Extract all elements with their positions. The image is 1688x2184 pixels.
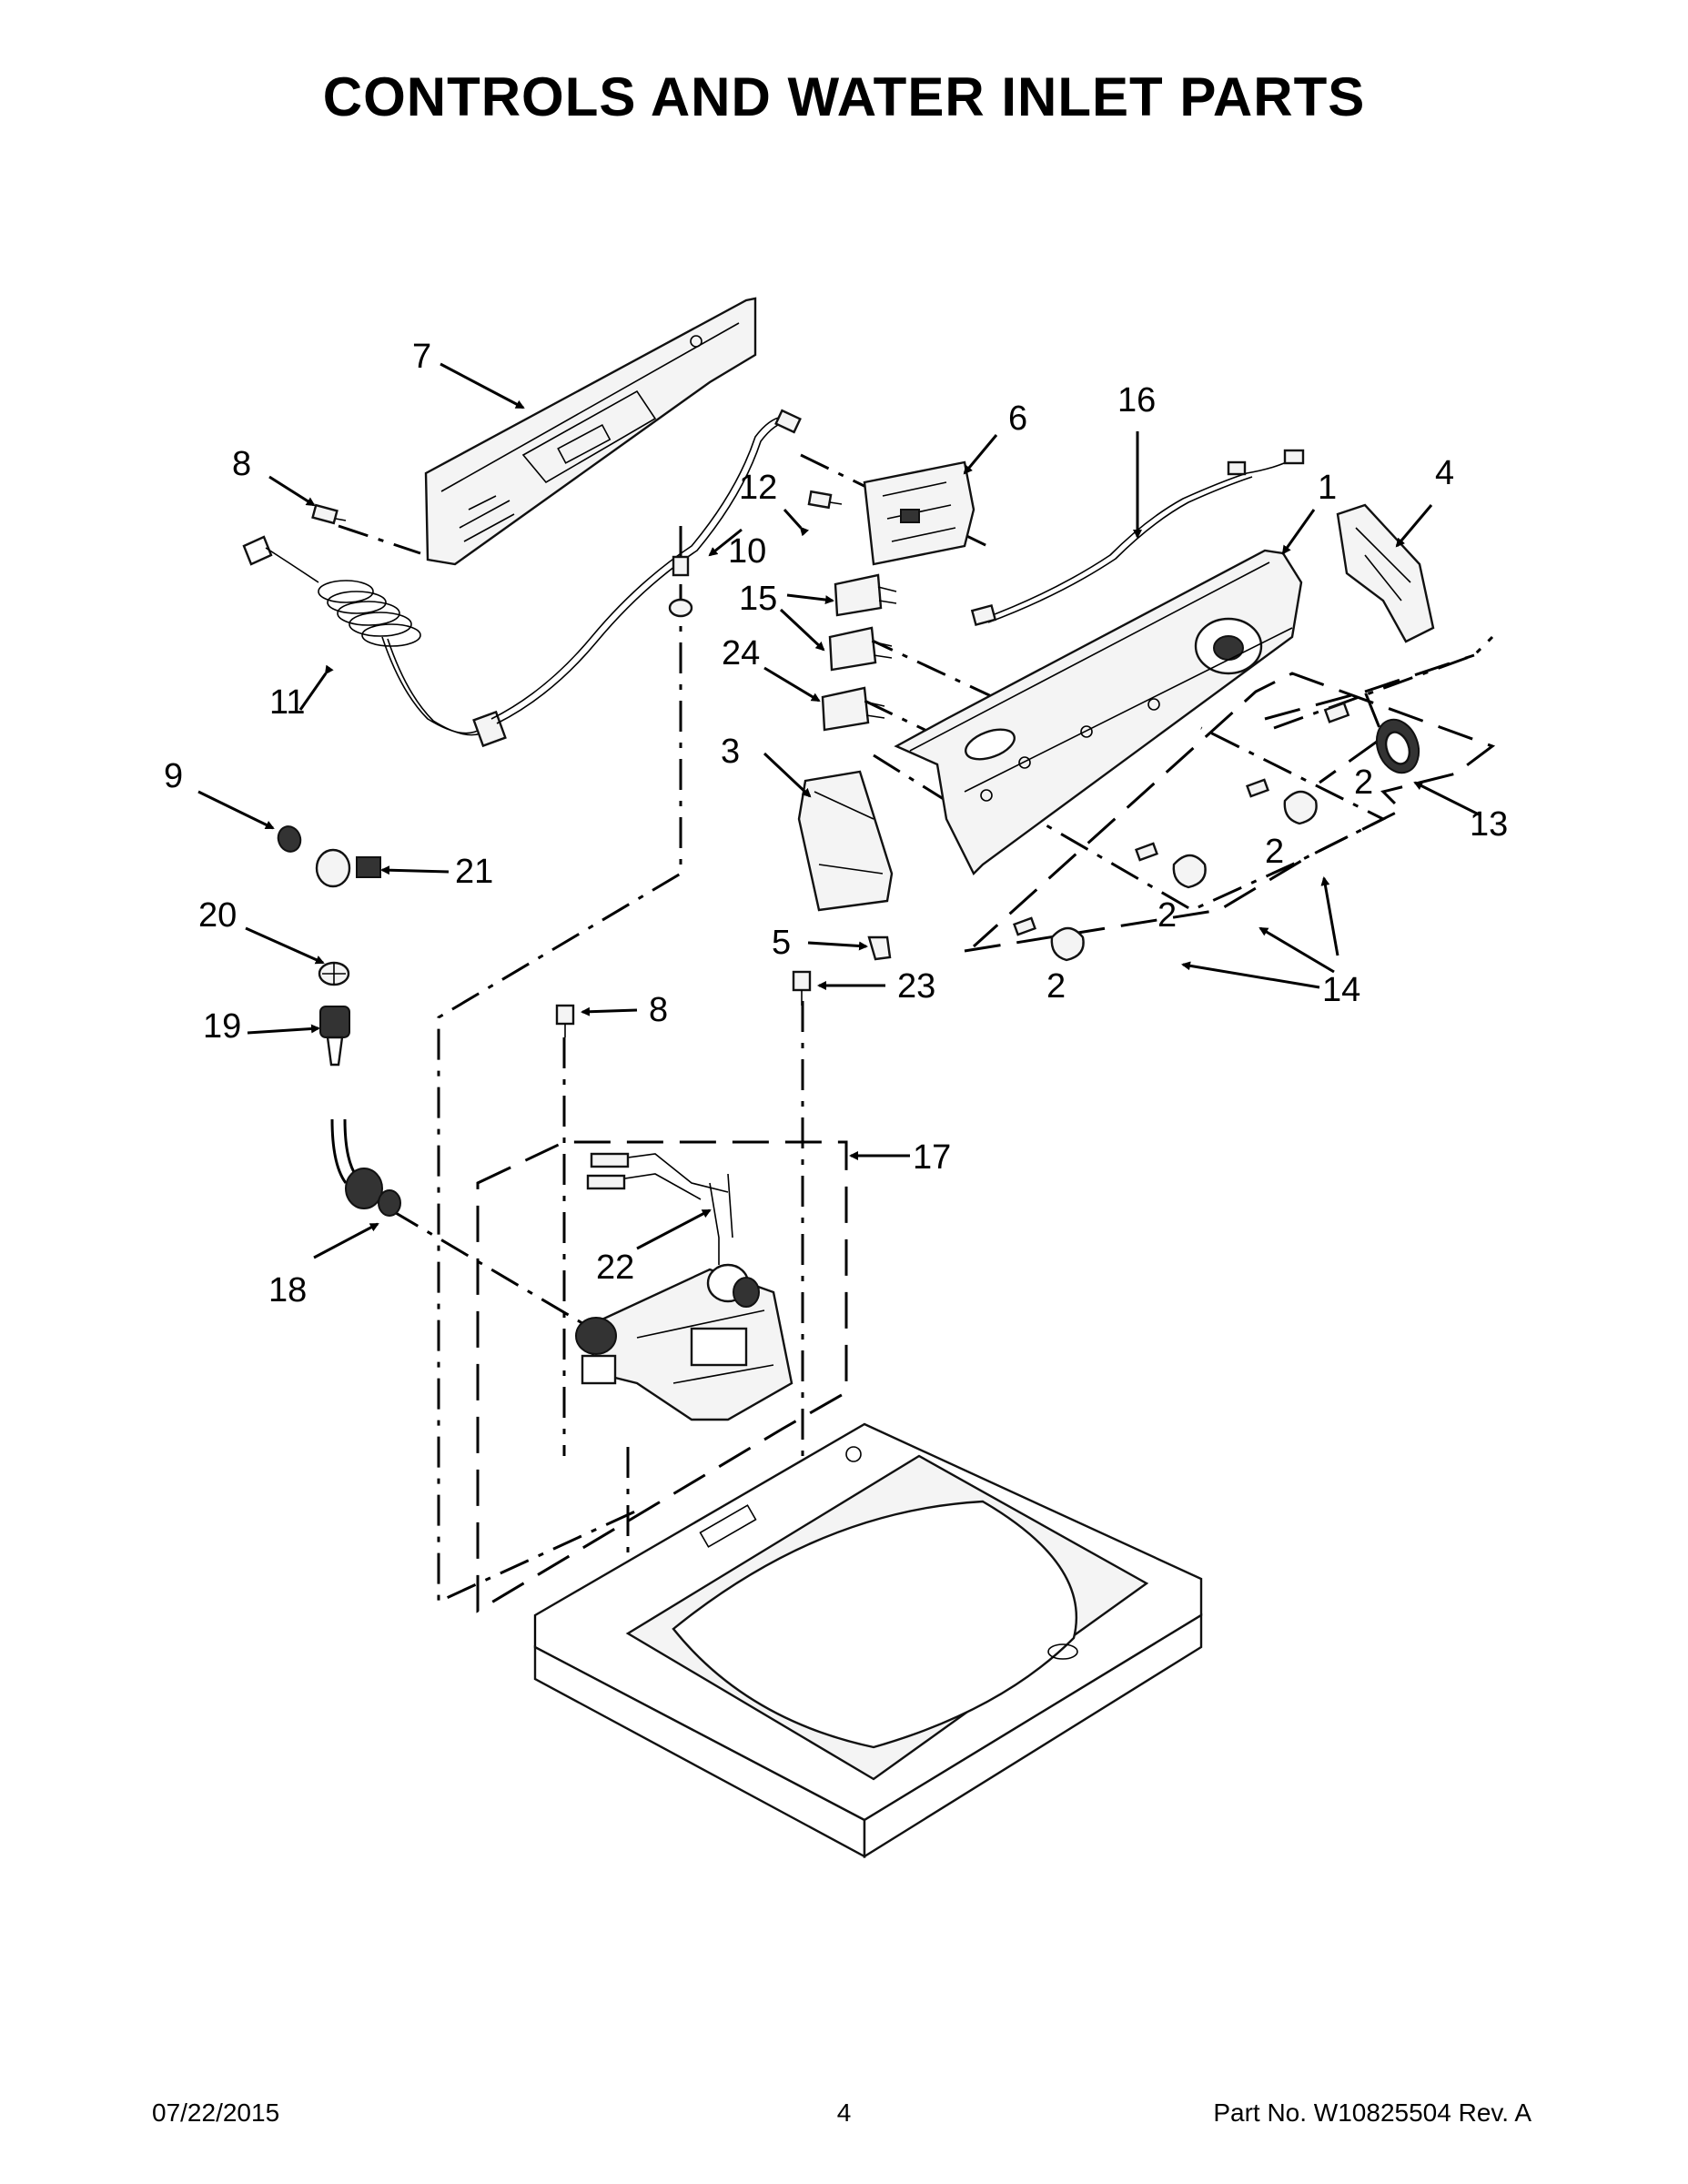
part-15-switch-upper bbox=[834, 573, 897, 617]
part-8-screw-lower bbox=[555, 1004, 575, 1037]
assembly-dashed-lines bbox=[338, 453, 1496, 1613]
callout-21: 21 bbox=[455, 853, 493, 891]
part-11-power-cord bbox=[242, 535, 507, 748]
callout-22: 22 bbox=[596, 1249, 634, 1287]
callout-12: 12 bbox=[739, 469, 777, 507]
footer-part-number: Part No. W10825504 Rev. A bbox=[1213, 2098, 1531, 2127]
part-9-washer bbox=[277, 825, 302, 853]
callout-2: 2 bbox=[1354, 763, 1373, 802]
callout-2: 2 bbox=[1157, 896, 1177, 935]
callout-23: 23 bbox=[897, 967, 935, 1006]
page-title: CONTROLS AND WATER INLET PARTS bbox=[322, 66, 1366, 127]
callout-10: 10 bbox=[728, 532, 766, 571]
part-19-inlet-hose bbox=[319, 1006, 383, 1209]
callout-arrows bbox=[197, 362, 1480, 1259]
callout-2: 2 bbox=[1265, 833, 1284, 871]
part-2-knob-3 bbox=[1013, 916, 1085, 962]
callout-8: 8 bbox=[649, 991, 668, 1029]
callout-16: 16 bbox=[1117, 381, 1156, 420]
part-8-screw-upper bbox=[311, 503, 347, 525]
callout-14: 14 bbox=[1322, 971, 1360, 1009]
part-2-knob-2 bbox=[1135, 842, 1207, 889]
part-12-ground-screw bbox=[668, 555, 693, 618]
callout-1: 1 bbox=[1318, 469, 1337, 507]
part-21-inlet-fitting bbox=[315, 848, 381, 888]
part-17-water-valve bbox=[575, 1263, 793, 1421]
callout-17: 17 bbox=[913, 1138, 951, 1177]
callout-13: 13 bbox=[1470, 805, 1508, 844]
part-2-knob-1 bbox=[1246, 778, 1318, 825]
part-6-control-board bbox=[863, 460, 975, 566]
part-18-washer bbox=[378, 1189, 401, 1217]
callout-labels: 1 2 2 2 2 2 3 4 5 6 7 8 8 9 10 11 12 13 … bbox=[164, 338, 1508, 1309]
part-24-switch bbox=[821, 686, 885, 732]
part-10-screw bbox=[807, 490, 843, 510]
callout-8: 8 bbox=[232, 445, 251, 483]
callout-15: 15 bbox=[739, 580, 777, 618]
callout-6: 6 bbox=[1008, 399, 1027, 438]
callout-2: 2 bbox=[1046, 967, 1066, 1006]
callout-3: 3 bbox=[721, 733, 740, 771]
part-5-clip bbox=[867, 935, 892, 961]
callout-9: 9 bbox=[164, 757, 183, 795]
callout-24: 24 bbox=[722, 634, 760, 672]
callout-7: 7 bbox=[412, 338, 431, 376]
part-1-console bbox=[894, 549, 1303, 876]
part-15-switch-lower bbox=[828, 626, 893, 672]
part-4-end-cap bbox=[1336, 503, 1435, 643]
callout-4: 4 bbox=[1435, 454, 1454, 492]
part-22-valve-harness bbox=[586, 1152, 733, 1265]
callout-11: 11 bbox=[269, 683, 305, 722]
part-23-screw bbox=[792, 970, 812, 1006]
footer-page-number: 4 bbox=[836, 2098, 852, 2127]
part-13-knob bbox=[1323, 702, 1420, 774]
part-3-console-end-cap bbox=[797, 770, 894, 912]
callout-18: 18 bbox=[268, 1271, 307, 1309]
part-7-rear-panel bbox=[424, 297, 757, 566]
callout-19: 19 bbox=[203, 1007, 241, 1046]
top-cabinet bbox=[533, 1422, 1203, 1859]
footer-date: 07/22/2015 bbox=[152, 2098, 280, 2127]
callout-20: 20 bbox=[198, 896, 237, 935]
callout-5: 5 bbox=[772, 924, 791, 962]
part-20-screen bbox=[318, 961, 350, 986]
